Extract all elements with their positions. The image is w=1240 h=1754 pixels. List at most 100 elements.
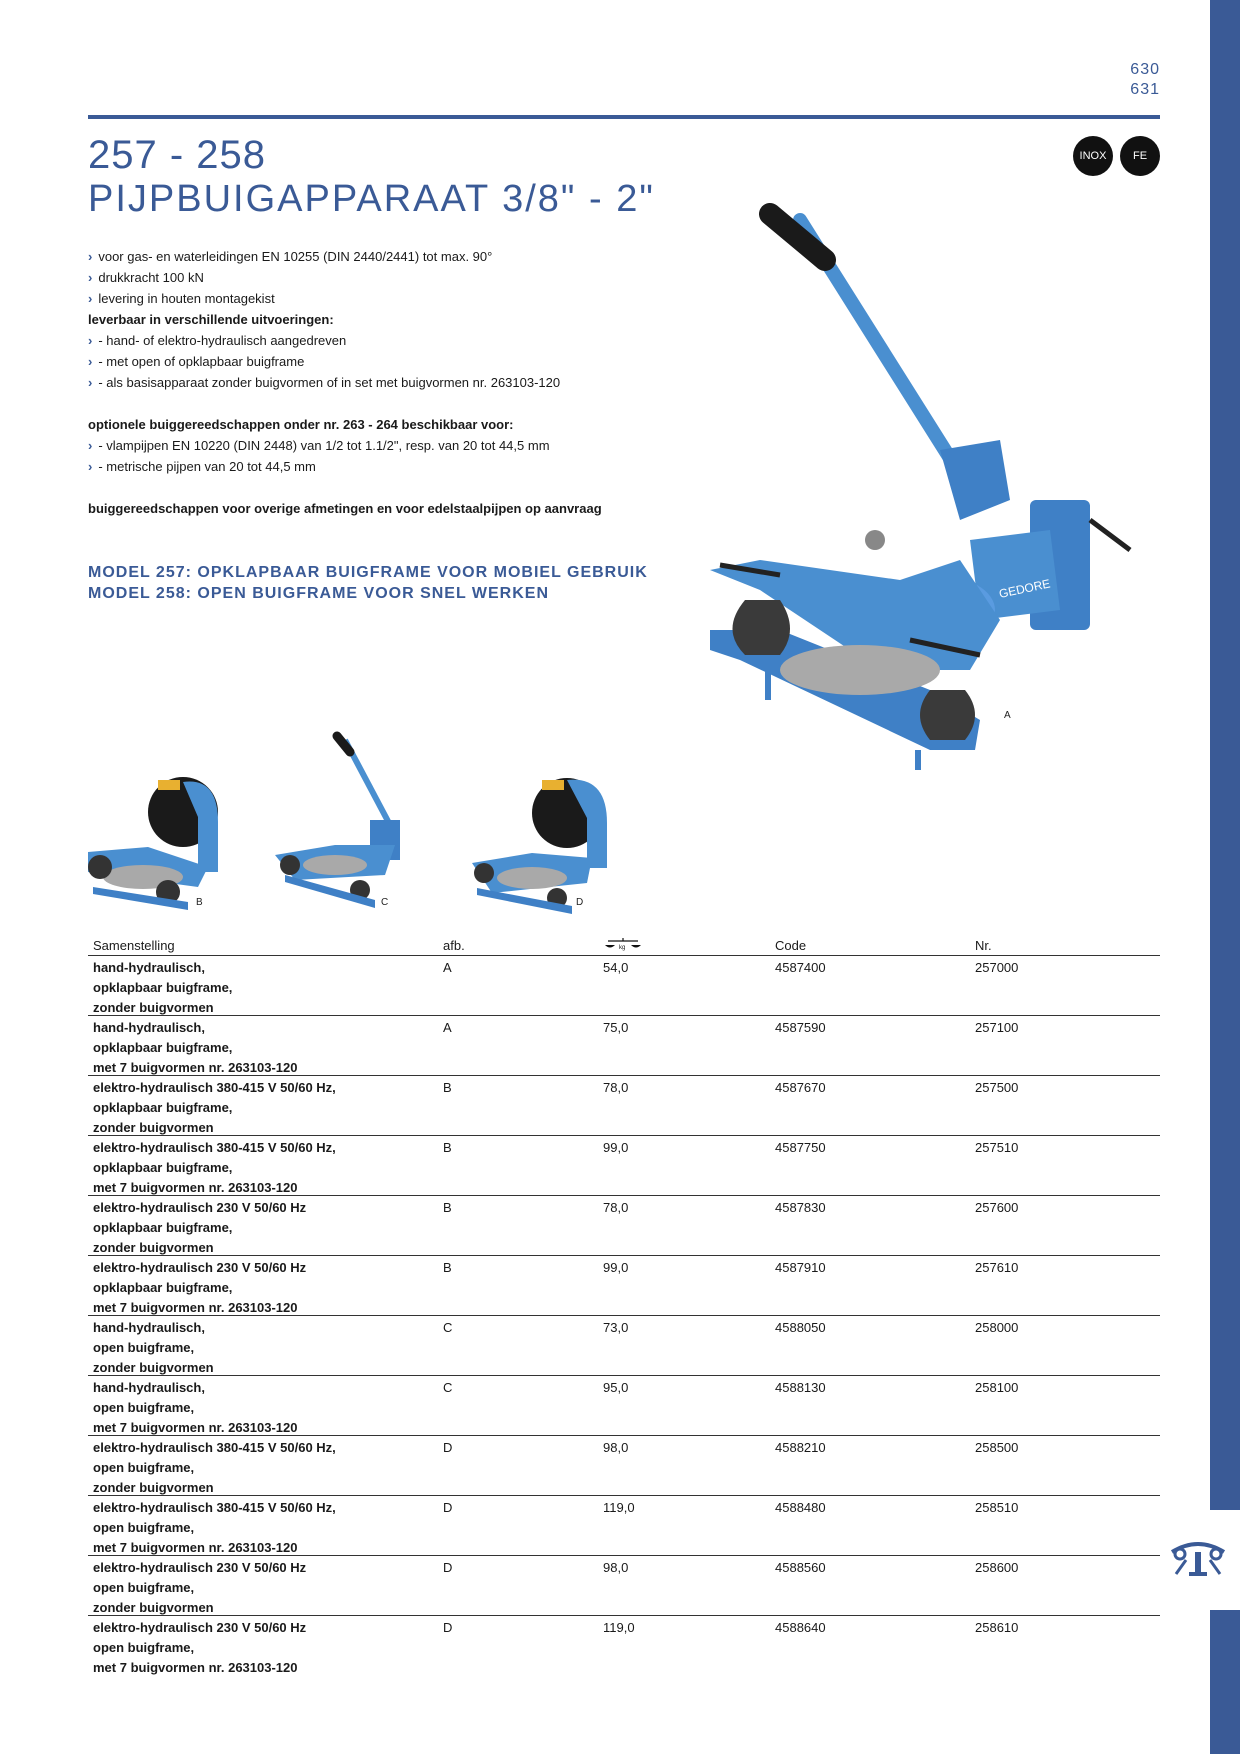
chevron-right-icon: › [88,291,93,306]
cell-line: elektro-hydraulisch 380-415 V 50/60 Hz, [93,1080,336,1095]
cell-weight: 75,0 [603,1020,629,1035]
cell-afb: B [443,1200,452,1215]
figure-label-a: A [1004,710,1011,721]
pipe-bender-image-d [472,778,607,914]
feature-heading: buiggereedschappen voor overige afmeting… [88,498,648,519]
cell-code: 4588480 [775,1500,826,1515]
cell-line: elektro-hydraulisch 380-415 V 50/60 Hz, [93,1500,336,1515]
cell-samenstelling: hand-hydraulisch,open buigframe,met 7 bu… [88,1378,443,1435]
cell-nr: 257500 [975,1080,1019,1095]
page-numbers: 630 631 [1130,60,1160,100]
feature-spacer [88,393,648,414]
feature-item: ›voor gas- en waterleidingen EN 10255 (D… [88,246,648,267]
cell-weight: 99,0 [603,1140,629,1155]
cell-weight: 95,0 [603,1380,629,1395]
page-number-right: 631 [1130,81,1160,98]
cell-afb: D [443,1440,453,1455]
figure-label-d: D [576,897,584,908]
cell-line: opklapbaar buigframe, [93,1280,233,1295]
cell-line: elektro-hydraulisch 230 V 50/60 Hz [93,1620,307,1635]
feature-list: ›voor gas- en waterleidingen EN 10255 (D… [88,246,648,519]
header-samenstelling: Samenstelling [93,938,175,953]
cell-line: met 7 buigvormen nr. 263103-120 [93,1060,298,1075]
cell-code: 4587830 [775,1200,826,1215]
cell-nr: 257610 [975,1260,1019,1275]
chevron-right-icon: › [88,354,93,369]
feature-heading: leverbaar in verschillende uitvoeringen: [88,309,648,330]
cell-nr: 257100 [975,1020,1019,1035]
feature-text: drukkracht 100 kN [98,270,204,285]
table-row: elektro-hydraulisch 380-415 V 50/60 Hz,o… [88,1496,1160,1556]
cell-line: elektro-hydraulisch 230 V 50/60 Hz [93,1560,307,1575]
cell-line: opklapbaar buigframe, [93,1160,233,1175]
cell-line: opklapbaar buigframe, [93,980,233,995]
cell-line: elektro-hydraulisch 230 V 50/60 Hz [93,1260,307,1275]
pipe-bender-main-image: GEDORE [710,203,1132,770]
cell-samenstelling: elektro-hydraulisch 230 V 50/60 Hz opklap… [88,1258,443,1315]
cell-samenstelling: hand-hydraulisch,open buigframe,zonder b… [88,1318,443,1375]
cell-line: zonder buigvormen [93,1600,214,1615]
cell-line: zonder buigvormen [93,1240,214,1255]
cell-line: opklapbaar buigframe, [93,1100,233,1115]
chevron-right-icon: › [88,438,93,453]
cell-line: open buigframe, [93,1340,195,1355]
cell-nr: 257600 [975,1200,1019,1215]
cell-code: 4588130 [775,1380,826,1395]
cell-samenstelling: elektro-hydraulisch 380-415 V 50/60 Hz,o… [88,1138,443,1195]
feature-item: ›- met open of opklapbaar buigframe [88,351,648,372]
cell-samenstelling: elektro-hydraulisch 380-415 V 50/60 Hz, o… [88,1078,443,1135]
feature-item: ›- vlampijpen EN 10220 (DIN 2448) van 1/… [88,435,648,456]
cell-line: opklapbaar buigframe, [93,1220,233,1235]
cell-line: elektro-hydraulisch 230 V 50/60 Hz [93,1200,307,1215]
cell-samenstelling: elektro-hydraulisch 230 V 50/60 Hz opklap… [88,1198,443,1255]
pipe-bender-image-b [88,777,218,910]
header-nr: Nr. [975,938,992,953]
feature-text: leverbaar in verschillende uitvoeringen: [88,312,334,327]
header-weight: kg [603,937,775,955]
product-number-title: 257 - 258 [88,133,267,177]
feature-spacer [88,477,648,498]
cell-weight: 78,0 [603,1080,629,1095]
cell-line: met 7 buigvormen nr. 263103-120 [93,1660,298,1675]
cell-code: 4587750 [775,1140,826,1155]
cell-afb: D [443,1560,453,1575]
model-257-line: MODEL 257: OPKLAPBAAR BUIGFRAME VOOR MOB… [88,564,648,581]
cell-line: met 7 buigvormen nr. 263103-120 [93,1420,298,1435]
weight-icon: kg [605,938,641,951]
cell-code: 4588210 [775,1440,826,1455]
cell-weight: 54,0 [603,960,629,975]
chevron-right-icon: › [88,270,93,285]
feature-text: optionele buiggereedschappen onder nr. 2… [88,417,514,432]
cell-code: 4587590 [775,1020,826,1035]
cell-code: 4587400 [775,960,826,975]
side-color-bar-top [1210,0,1240,1510]
feature-item: ›- als basisapparaat zonder buigvormen o… [88,372,648,393]
page-number-left: 630 [1130,61,1160,78]
cell-line: hand-hydraulisch, [93,960,205,975]
table-row: hand-hydraulisch,open buigframe,zonder b… [88,1316,1160,1376]
chevron-right-icon: › [88,249,93,264]
feature-text: - als basisapparaat zonder buigvormen of… [98,375,561,390]
cell-weight: 98,0 [603,1560,629,1575]
inox-badge: INOX [1073,136,1113,176]
table-row: hand-hydraulisch,opklapbaar buigframe,zo… [88,956,1160,1016]
cell-line: met 7 buigvormen nr. 263103-120 [93,1540,298,1555]
cell-afb: B [443,1080,452,1095]
svg-text:kg: kg [619,945,625,951]
pipe-bender-image-c [275,731,400,908]
feature-item: › drukkracht 100 kN [88,267,648,288]
cell-nr: 258000 [975,1320,1019,1335]
chevron-right-icon: › [88,459,93,474]
feature-heading: optionele buiggereedschappen onder nr. 2… [88,414,648,435]
feature-text: - metrische pijpen van 20 tot 44,5 mm [98,459,316,474]
cell-line: open buigframe, [93,1460,195,1475]
cell-afb: A [443,1020,452,1035]
cell-afb: C [443,1380,453,1395]
cell-code: 4587910 [775,1260,826,1275]
table-row: elektro-hydraulisch 230 V 50/60 Hz opklap… [88,1196,1160,1256]
feature-text: levering in houten montagekist [98,291,275,306]
cell-line: hand-hydraulisch, [93,1020,205,1035]
cell-line: zonder buigvormen [93,1360,214,1375]
